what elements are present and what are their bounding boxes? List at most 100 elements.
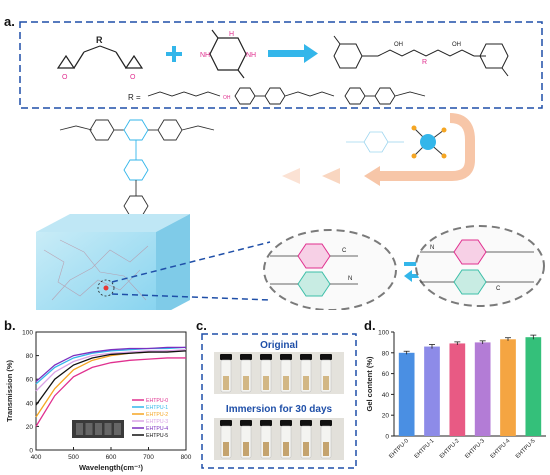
vial-cap xyxy=(280,354,292,360)
ellipse-right-c: C xyxy=(496,286,501,292)
panel-a-label: a. xyxy=(4,14,15,29)
r-definition-label: R = xyxy=(128,93,141,102)
vial-cap xyxy=(260,420,272,426)
fade-arrow-2-icon xyxy=(282,168,300,184)
vial-cap xyxy=(320,354,332,360)
vial-cap xyxy=(260,354,272,360)
vial-sample xyxy=(323,442,329,456)
chart-d-xtick-label: EHTPU-4 xyxy=(490,438,512,460)
chart-b-legend-label: EHTPU-1 xyxy=(146,405,168,411)
piperazine-nh-top: H xyxy=(229,31,234,38)
zoom-line-bottom xyxy=(111,293,271,301)
r-definition-structure xyxy=(147,87,426,105)
product-oh-left: OH xyxy=(394,42,403,48)
ellipse-left-n: N xyxy=(348,276,352,282)
epoxide-o-right: O xyxy=(130,74,136,81)
vial-cap xyxy=(220,420,232,426)
chart-d-bar-EHTPU-5 xyxy=(525,337,542,436)
vial-cap xyxy=(280,420,292,426)
chart-b-xlabel: Wavelength(cm⁻¹) xyxy=(79,463,144,472)
network-block xyxy=(36,214,190,310)
vial-sample xyxy=(323,376,329,390)
chart-d-ytick-label: 20 xyxy=(382,413,390,420)
chart-d-bar-EHTPU-2 xyxy=(449,343,466,436)
chart-b-xtick-label: 700 xyxy=(143,454,154,461)
vials-original xyxy=(214,352,344,394)
panel-c-original-title: Original xyxy=(260,340,298,351)
epoxide-o-left: O xyxy=(62,74,68,81)
vial-cap xyxy=(320,420,332,426)
zoom-line-top xyxy=(111,241,271,283)
panel-c-photos: Original Immersion for 30 days xyxy=(201,333,357,469)
chart-d-xtick-label: EHTPU-1 xyxy=(414,438,436,460)
chart-d-xtick-label: EHTPU-2 xyxy=(439,438,461,460)
chart-b-inset-photo xyxy=(72,420,124,438)
ellipse-right-n: N xyxy=(430,245,434,251)
vial-sample xyxy=(243,376,249,390)
chart-b-xtick-label: 600 xyxy=(106,454,117,461)
piperazine-ring xyxy=(209,29,247,79)
curved-return-arrow xyxy=(380,113,475,181)
product-oh-right: OH xyxy=(452,42,461,48)
chart-b-ytick-label: 60 xyxy=(26,377,34,384)
vial-sample xyxy=(303,442,309,456)
chart-b-ytick-label: 0 xyxy=(29,448,33,455)
chart-b-xtick-label: 400 xyxy=(31,454,42,461)
chart-b-series-EHTPU-0 xyxy=(35,357,186,427)
chart-b-series-EHTPU-3 xyxy=(35,349,187,392)
epoxide-left xyxy=(56,45,144,69)
product-chain xyxy=(333,35,509,77)
chart-b-ytick-label: 20 xyxy=(26,424,34,431)
vial-cap xyxy=(300,420,312,426)
ellipse-right xyxy=(415,225,545,307)
faded-molecule xyxy=(346,131,404,153)
reaction-arrow-icon xyxy=(268,44,318,63)
chart-d-ytick-label: 60 xyxy=(382,371,390,378)
chart-d-ytick-label: 80 xyxy=(382,350,390,357)
panel-a-scheme: O O R H NH NH OH OH R R = xyxy=(19,21,545,310)
chart-b-legend-label: EHTPU-3 xyxy=(146,419,168,425)
r-group-label: R xyxy=(96,35,103,45)
ellipse-left xyxy=(263,229,397,310)
branched-structure xyxy=(59,119,215,224)
chart-d-xtick-label: EHTPU-3 xyxy=(464,438,486,460)
chart-b-xtick-label: 800 xyxy=(181,454,192,461)
panel-c-label: c. xyxy=(196,318,207,333)
crosslinker-node xyxy=(411,125,447,159)
chart-d-bar-EHTPU-3 xyxy=(474,342,491,436)
chart-b-legend-label: EHTPU-5 xyxy=(146,433,168,439)
panel-c-dashed-box xyxy=(201,333,357,469)
chart-b-ytick-label: 40 xyxy=(26,400,34,407)
vial-cap xyxy=(220,354,232,360)
fade-arrow-1-icon xyxy=(322,168,340,184)
chart-d-bar-EHTPU-0 xyxy=(398,352,415,436)
chart-d-xtick-label: EHTPU-5 xyxy=(515,438,537,460)
vial-sample xyxy=(263,442,269,456)
chart-d-xtick-label: EHTPU-0 xyxy=(388,438,410,460)
vial-sample xyxy=(243,442,249,456)
chart-b-legend-label: EHTPU-2 xyxy=(146,412,168,418)
ellipse-left-c: C xyxy=(342,248,347,254)
vial-cap xyxy=(240,354,252,360)
vial-sample xyxy=(263,376,269,390)
chart-b-legend-label: EHTPU-0 xyxy=(146,398,168,404)
vials-immersion xyxy=(214,418,344,460)
curved-arrow-head-icon xyxy=(364,166,380,186)
vial-cap xyxy=(300,354,312,360)
chart-b-legend-label: EHTPU-4 xyxy=(146,426,168,432)
vial-sample xyxy=(283,376,289,390)
vial-cap xyxy=(240,420,252,426)
panel-b-label: b. xyxy=(4,318,16,333)
product-r: R xyxy=(422,59,427,66)
piperazine-nh-left: NH xyxy=(200,52,210,59)
chart-d-ylabel: Gel content (%) xyxy=(365,356,374,412)
panel-c-immersion-title: Immersion for 30 days xyxy=(226,404,333,415)
chart-d-ytick-label: 40 xyxy=(382,392,390,399)
vial-sample xyxy=(223,376,229,390)
chart-d-bar-EHTPU-1 xyxy=(424,346,440,436)
chart-b-series-EHTPU-4 xyxy=(35,346,186,383)
plus-icon xyxy=(166,46,182,62)
vial-sample xyxy=(283,442,289,456)
chart-b-xtick-label: 500 xyxy=(68,454,79,461)
